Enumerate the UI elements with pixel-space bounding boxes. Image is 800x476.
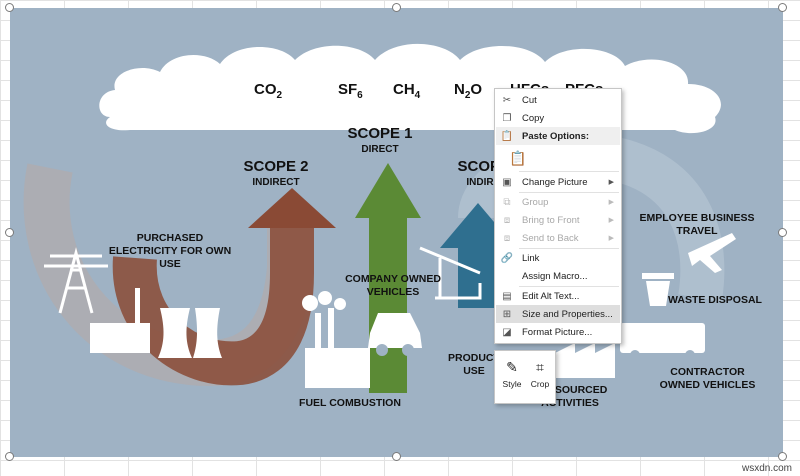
submenu-arrow-icon: ▶	[608, 179, 614, 186]
scope2-label: SCOPE 2 INDIRECT	[243, 158, 309, 188]
scope2-arc-body	[112, 220, 314, 386]
menu-item-format-picture[interactable]: ◪ Format Picture...	[496, 323, 620, 341]
menu-item-group: ⧉ Group ▶	[496, 193, 620, 211]
waste-bin-icon	[642, 273, 674, 306]
submenu-arrow-icon: ▶	[608, 199, 614, 206]
send-back-icon: ⧈	[503, 232, 511, 244]
selection-handle-top-right[interactable]	[778, 3, 787, 12]
context-menu[interactable]: ✂ Cut ❐ Copy 📋 Paste Options: 📋 ▣ Change…	[494, 88, 622, 344]
style-button[interactable]: ✎ Style	[498, 355, 526, 399]
menu-separator	[519, 248, 619, 249]
factory-icon	[302, 291, 370, 388]
selection-handle-top-left[interactable]	[5, 3, 14, 12]
link-icon: 🔗	[500, 252, 514, 264]
submenu-arrow-icon: ▶	[608, 235, 614, 242]
menu-header-paste-options: 📋 Paste Options:	[496, 127, 620, 145]
menu-item-assign-macro[interactable]: Assign Macro...	[522, 270, 588, 282]
menu-item-edit-alt-text[interactable]: ▤ Edit Alt Text...	[496, 287, 620, 305]
gas-sf6: SF6	[338, 81, 363, 101]
outsourced-buildings-icon	[555, 343, 615, 378]
paste-icon: 📋	[500, 130, 514, 142]
gas-ch4: CH4	[393, 81, 421, 101]
bus-icon	[620, 323, 705, 360]
gas-co2: CO2	[254, 81, 283, 101]
car-icon	[368, 313, 422, 356]
bring-front-icon: ⧈	[503, 214, 511, 226]
clipboard-icon: 📋	[509, 149, 527, 166]
power-plant-icon	[90, 288, 222, 358]
paste-option-button[interactable]: 📋	[496, 147, 620, 169]
menu-separator	[519, 286, 619, 287]
label-company-vehicles: COMPANY OWNED VEHICLES	[345, 273, 441, 299]
scissors-icon: ✂	[502, 94, 512, 106]
watermark: wsxdn.com	[741, 463, 792, 474]
menu-item-copy[interactable]: ❐ Copy	[496, 109, 620, 127]
selection-handle-bottom-right[interactable]	[778, 452, 787, 461]
label-contractor-vehicles: CONTRACTOR OWNED VEHICLES	[659, 366, 756, 392]
scope1-label: SCOPE 1 DIRECT	[347, 125, 413, 155]
menu-item-bring-to-front: ⧈ Bring to Front ▶	[496, 211, 620, 229]
menu-item-send-to-back: ⧈ Send to Back ▶	[496, 229, 620, 247]
emissions-scopes-picture[interactable]: CO2 SF6 CH4 N2O HFCs PFCs	[10, 8, 783, 457]
group-icon: ⧉	[503, 196, 511, 208]
crane-icon	[419, 246, 482, 300]
menu-separator	[519, 171, 619, 172]
label-production-use: PRODUCTION USE	[448, 352, 519, 378]
power-tower-icon	[44, 247, 108, 314]
menu-item-cut[interactable]: ✂ Cut	[496, 91, 620, 109]
change-picture-icon: ▣	[502, 176, 512, 188]
selection-handle-top-center[interactable]	[392, 3, 401, 12]
scope2-arrow-head	[248, 188, 336, 228]
menu-item-link[interactable]: 🔗 Link	[496, 249, 620, 267]
style-icon: ✎	[506, 358, 518, 375]
gas-n2o: N2O	[454, 81, 483, 101]
label-employee-travel: EMPLOYEE BUSINESS TRAVEL	[639, 212, 755, 238]
menu-item-size-properties[interactable]: ⊞ Size and Properties...	[496, 305, 620, 323]
menu-separator	[519, 192, 619, 193]
airplane-icon	[688, 233, 736, 273]
selection-handle-middle-left[interactable]	[5, 228, 14, 237]
selection-handle-bottom-left[interactable]	[5, 452, 14, 461]
label-waste-disposal: WASTE DISPOSAL	[668, 294, 762, 306]
size-properties-icon: ⊞	[502, 308, 512, 320]
submenu-arrow-icon: ▶	[608, 217, 614, 224]
label-purchased-electricity: PURCHASED ELECTRICITY FOR OWN USE	[108, 232, 232, 271]
crop-icon: ⌗	[536, 358, 544, 375]
mini-toolbar[interactable]: ✎ Style ⌗ Crop	[494, 350, 556, 404]
crop-button[interactable]: ⌗ Crop	[526, 355, 554, 399]
selection-handle-bottom-center[interactable]	[392, 452, 401, 461]
menu-item-change-picture[interactable]: ▣ Change Picture ▶	[496, 173, 620, 191]
selection-handle-middle-right[interactable]	[778, 228, 787, 237]
format-picture-icon: ◪	[502, 326, 512, 338]
alt-text-icon: ▤	[502, 290, 512, 302]
label-fuel-combustion: FUEL COMBUSTION	[299, 397, 401, 409]
copy-icon: ❐	[502, 112, 512, 124]
